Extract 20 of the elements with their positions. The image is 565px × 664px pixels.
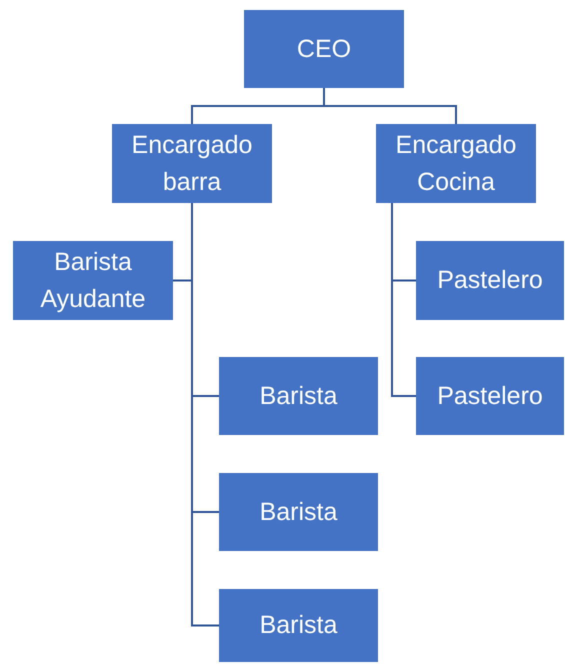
role-title: Barista Ayudante bbox=[39, 247, 147, 314]
org-box bbox=[244, 10, 404, 88]
connector-line bbox=[391, 203, 416, 397]
org-box bbox=[219, 473, 378, 551]
role-title: Barista bbox=[258, 610, 338, 642]
role-title: Barista bbox=[258, 496, 338, 528]
connector-line bbox=[323, 88, 457, 124]
org-box bbox=[416, 241, 564, 320]
role-title: Encargado Cocina bbox=[394, 130, 518, 198]
role-title: Pastelero bbox=[436, 265, 544, 296]
org-box bbox=[112, 124, 272, 203]
role-title: Barista bbox=[258, 380, 338, 412]
org-box bbox=[219, 589, 378, 662]
org-box bbox=[13, 241, 173, 320]
org-box bbox=[416, 357, 564, 435]
role-title: Encargado barra bbox=[130, 130, 254, 198]
role-title: Pastelero bbox=[436, 380, 544, 412]
org-box bbox=[219, 357, 378, 435]
role-title: CEO bbox=[296, 34, 352, 65]
org-box bbox=[376, 124, 536, 203]
